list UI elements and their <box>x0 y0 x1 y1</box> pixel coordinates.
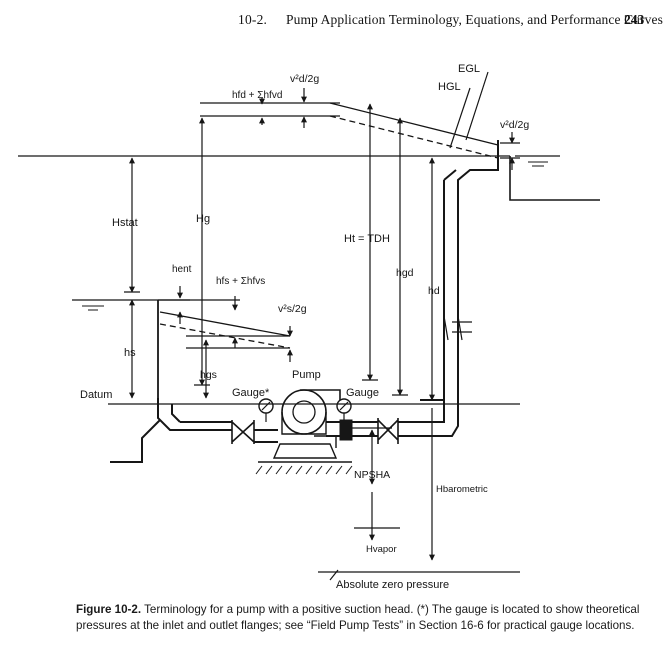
gauge-left-label: Gauge* <box>232 387 270 399</box>
header-section-number: 10-2. <box>238 12 268 27</box>
pump-terminology-figure: EGL HGL v²d/2g v²d/2g hfd + Σhfvd Hstat … <box>18 63 600 591</box>
vd2-top-label: v²d/2g <box>290 73 319 85</box>
running-header: 10-2. Pump Application Terminology, Equa… <box>0 10 664 34</box>
hstat-label: Hstat <box>112 217 138 229</box>
hfd-sum-label: hfd + Σhfvd <box>232 90 282 101</box>
egl-label: EGL <box>458 63 480 75</box>
hgl-label: HGL <box>438 81 461 93</box>
vd2-right-label: v²d/2g <box>500 119 529 131</box>
header-page-number: 243 <box>624 12 645 27</box>
datum-label: Datum <box>80 389 112 401</box>
absolute-zero-label: Absolute zero pressure <box>336 579 449 591</box>
hgl-leader <box>449 87 471 149</box>
gauge-right-label: Gauge <box>346 387 379 399</box>
suction-valve <box>231 420 255 444</box>
hfs-sum-label: hfs + Σhfvs <box>216 276 265 287</box>
hvapor-label: Hvapor <box>366 544 397 555</box>
hent-label: hent <box>172 264 192 275</box>
hbarometric-label: Hbarometric <box>436 484 488 495</box>
header-section-title: Pump Application Terminology, Equations,… <box>286 12 663 27</box>
discharge-valve <box>377 418 399 444</box>
egl-leader <box>465 71 489 141</box>
egl-line-suction <box>159 311 291 337</box>
figure-caption: Figure 10-2. Terminology for a pump with… <box>76 602 644 634</box>
caption-text: Terminology for a pump with a positive s… <box>76 603 640 632</box>
hd-label: hd <box>428 285 440 297</box>
hgd-label: hgd <box>396 267 414 279</box>
hs-label: hs <box>124 347 136 359</box>
hgs-label: hgs <box>200 369 217 381</box>
hgl-line-discharge <box>329 115 499 159</box>
pump-label: Pump <box>292 369 321 381</box>
upper-reservoir-bank <box>509 156 600 201</box>
hgl-line-suction <box>159 323 291 349</box>
pump-casing <box>281 389 327 435</box>
vs2-label: v²s/2g <box>278 303 307 315</box>
caption-label: Figure 10-2. <box>76 603 142 616</box>
discharge-outlet <box>457 140 499 408</box>
egl-line-discharge <box>329 102 499 146</box>
npsha-label: NPSHA <box>354 469 390 481</box>
pump-base <box>272 443 338 459</box>
hg-label: Hg <box>196 213 210 225</box>
tdh-label: Ht = TDH <box>344 233 390 245</box>
suction-pipe <box>157 398 232 431</box>
